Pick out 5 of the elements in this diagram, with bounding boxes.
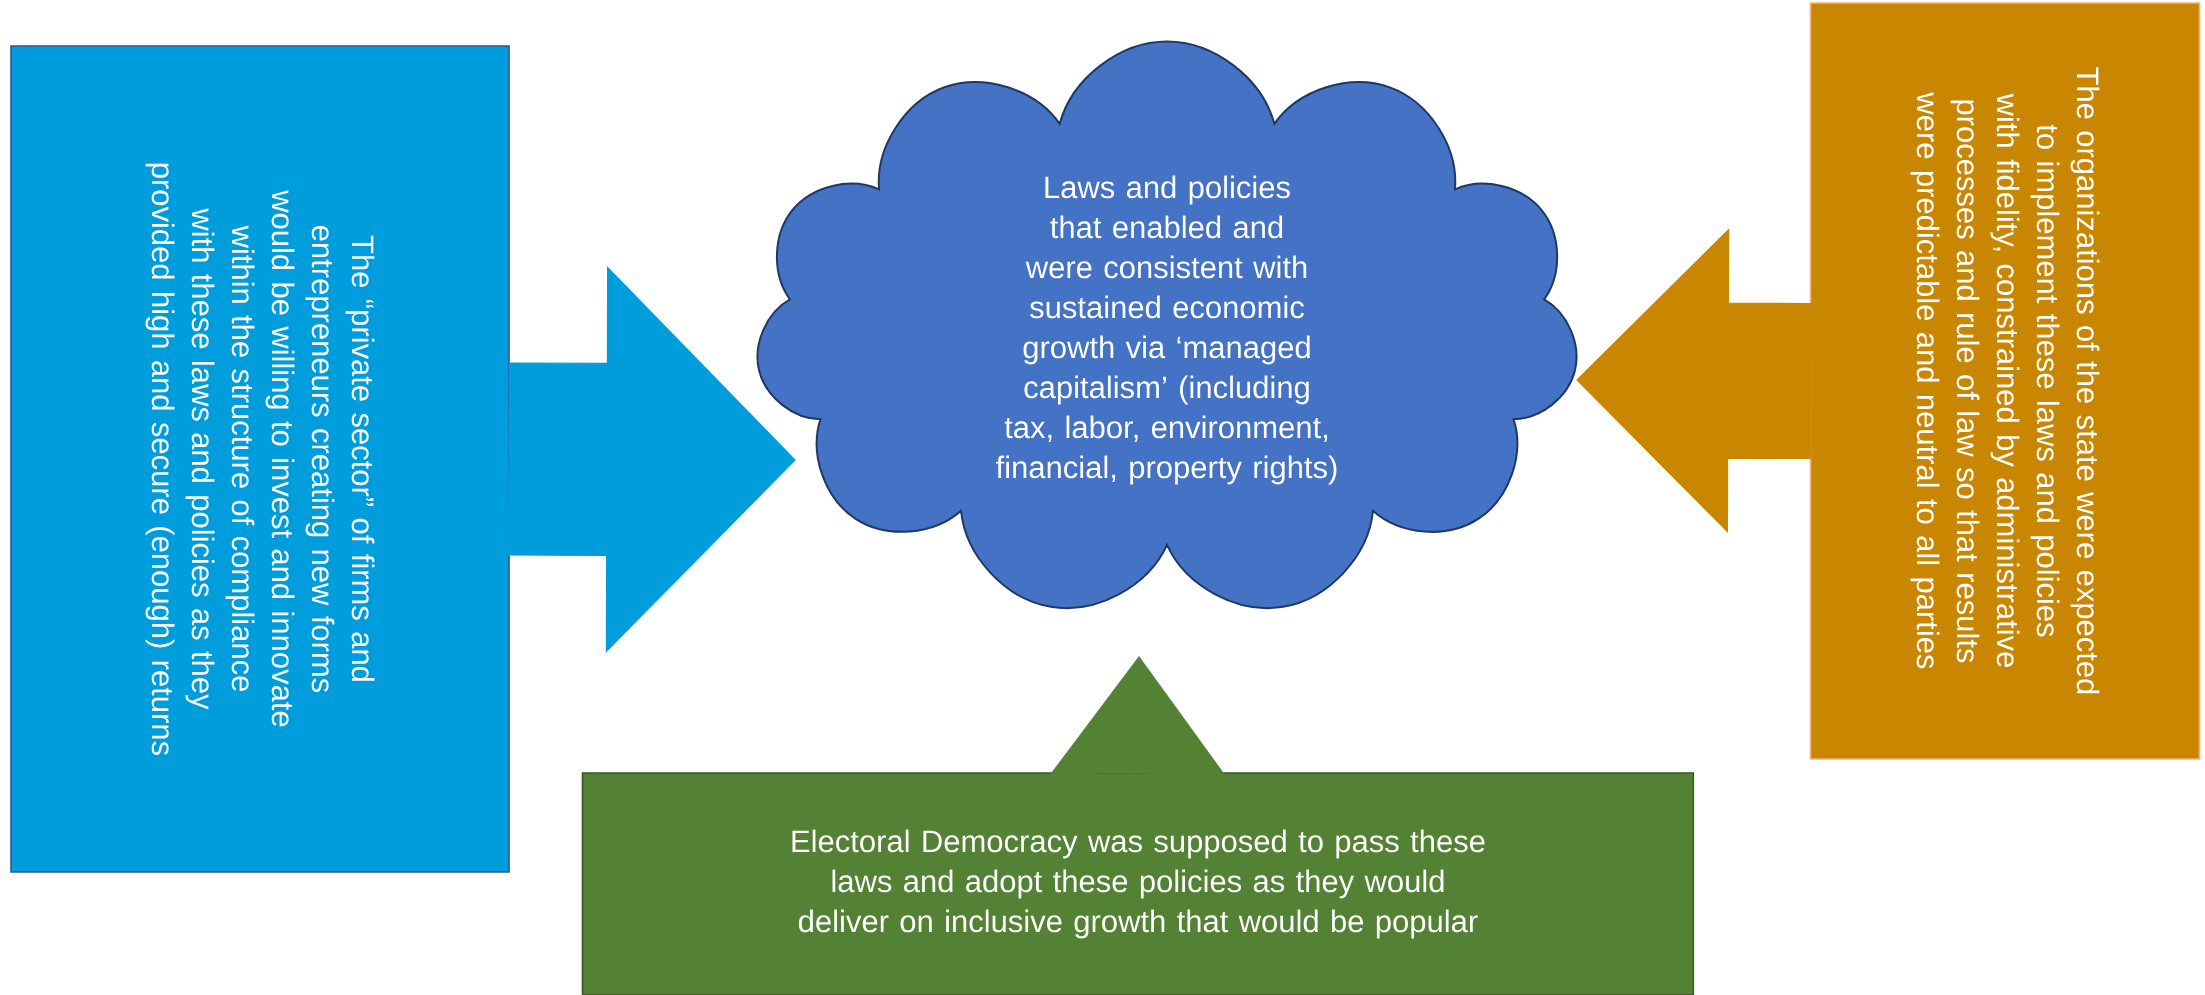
callout-box: The organizations of the state were expected to implement these laws and policies with fidelity, constrained by administrative processes and rule of law so that results were predictable and neutral to all parties xyxy=(1809,2,2201,760)
block-arrow xyxy=(508,265,796,653)
callout-box: The “private sector” of firms and entrepreneurs creating new forms would be willing to invest and innovate within the structure of compliance with these laws and policies as they provided high and secure (enough) returns xyxy=(10,45,510,873)
block-arrow xyxy=(1049,656,1227,777)
callout-box: Electoral Democracy was supposed to pass these laws and adopt these policies as they would deliver on inclusive growth that would be popular xyxy=(581,772,1695,995)
